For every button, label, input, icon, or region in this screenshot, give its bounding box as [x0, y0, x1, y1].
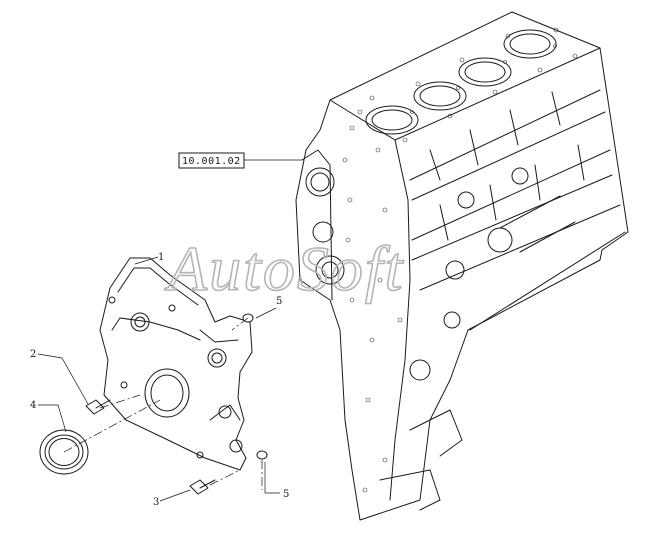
leader-lines — [37, 159, 302, 502]
reference-box: 10.001.02 — [178, 152, 245, 169]
engine-block — [295, 11, 629, 521]
callout-4: 4 — [30, 400, 36, 411]
callouts: 1 2 3 4 5 5 — [30, 252, 289, 508]
callout-2: 2 — [30, 349, 36, 360]
callout-3: 3 — [153, 497, 159, 508]
front-cover — [99, 257, 253, 471]
screw-3 — [189, 479, 216, 495]
dowel-pin-5-lower — [256, 450, 268, 460]
callout-5-upper: 5 — [276, 296, 282, 307]
screw-2 — [85, 399, 111, 415]
callout-5-lower: 5 — [283, 489, 289, 500]
reference-box-label: 10.001.02 — [182, 156, 241, 167]
callout-1: 1 — [158, 252, 164, 263]
watermark: AutoSoft — [164, 233, 405, 304]
oil-seal — [39, 429, 89, 475]
